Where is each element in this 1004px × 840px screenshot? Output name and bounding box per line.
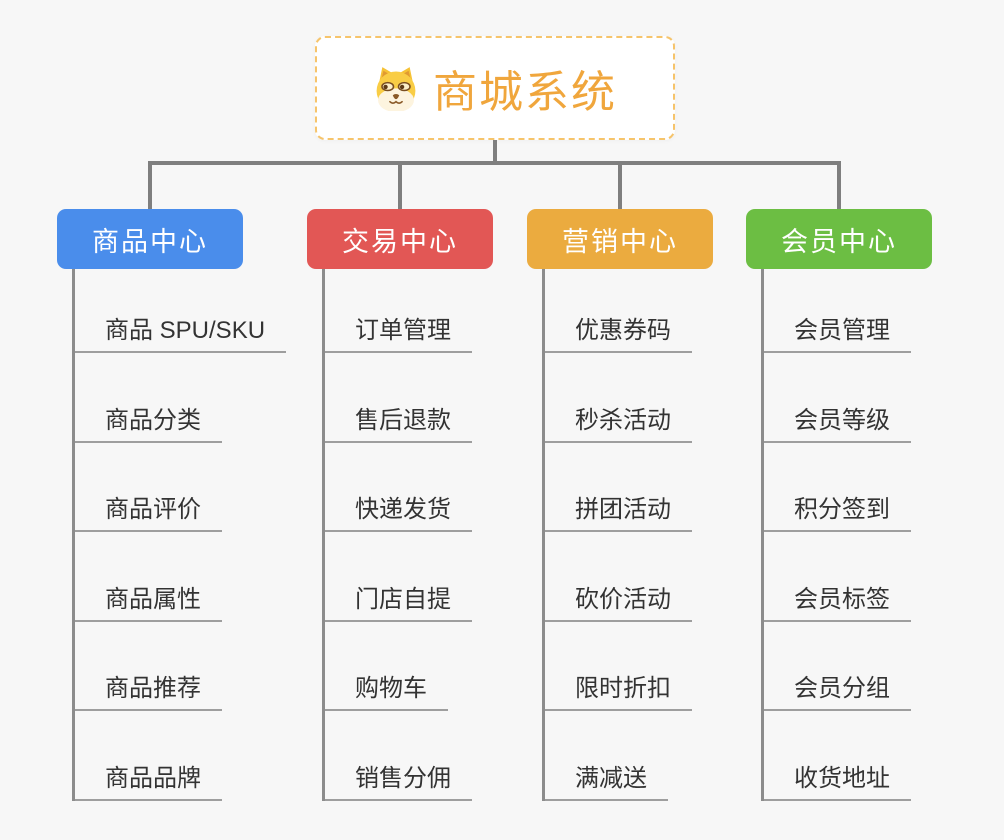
branch-box-trade-center[interactable]: 交易中心 — [307, 209, 493, 269]
branch-column-member: 会员管理 会员等级 积分签到 会员标签 会员分组 收货地址 — [761, 269, 911, 801]
node-shipping-address[interactable]: 收货地址 — [764, 758, 911, 801]
node-product-brand[interactable]: 商品品牌 — [75, 758, 222, 801]
connector-drop-marketing — [618, 161, 622, 209]
tree-item: 商品评价 — [75, 443, 286, 532]
connector-root-stub — [493, 140, 497, 165]
node-shopping-cart[interactable]: 购物车 — [325, 668, 448, 711]
tree-item: 会员等级 — [764, 353, 911, 443]
node-order-management[interactable]: 订单管理 — [325, 310, 472, 353]
connector-drop-member — [837, 161, 841, 209]
branch-box-member-center[interactable]: 会员中心 — [746, 209, 932, 269]
tree-item: 积分签到 — [764, 443, 911, 532]
branch-box-product-center[interactable]: 商品中心 — [57, 209, 243, 269]
node-express-delivery[interactable]: 快递发货 — [325, 489, 472, 532]
node-sales-commission[interactable]: 销售分佣 — [325, 758, 472, 801]
tree-item: 限时折扣 — [545, 622, 692, 711]
connector-bus — [148, 161, 841, 165]
tree-item: 满减送 — [545, 711, 692, 801]
tree-item: 会员分组 — [764, 622, 911, 711]
branch-marketing-center: 营销中心 优惠券码 秒杀活动 拼团活动 砍价活动 限时折扣 满减送 — [527, 209, 713, 801]
tree-item: 商品属性 — [75, 532, 286, 622]
tree-item: 会员管理 — [764, 269, 911, 353]
tree-item: 订单管理 — [325, 269, 472, 353]
root-title: 商城系统 — [433, 68, 617, 117]
node-points-checkin[interactable]: 积分签到 — [764, 489, 911, 532]
node-product-attribute[interactable]: 商品属性 — [75, 579, 222, 622]
node-product-category[interactable]: 商品分类 — [75, 400, 222, 443]
tree-item: 收货地址 — [764, 711, 911, 801]
node-bargain-activity[interactable]: 砍价活动 — [545, 579, 692, 622]
branch-box-marketing-center[interactable]: 营销中心 — [527, 209, 713, 269]
node-product-recommend[interactable]: 商品推荐 — [75, 668, 222, 711]
node-product-spu-sku[interactable]: 商品 SPU/SKU — [75, 310, 287, 353]
branch-column-product: 商品 SPU/SKU 商品分类 商品评价 商品属性 商品推荐 商品品牌 — [72, 269, 287, 801]
tree-item: 秒杀活动 — [545, 353, 692, 443]
branch-trade-center: 交易中心 订单管理 售后退款 快递发货 门店自提 购物车 销售分佣 — [307, 209, 493, 801]
node-limited-time-discount[interactable]: 限时折扣 — [545, 668, 692, 711]
tree-item: 购物车 — [325, 622, 472, 711]
tree-item: 商品分类 — [75, 353, 286, 443]
node-coupon-code[interactable]: 优惠券码 — [545, 310, 692, 353]
node-member-level[interactable]: 会员等级 — [764, 400, 911, 443]
tree-item: 商品 SPU/SKU — [75, 269, 287, 353]
branch-column-trade: 订单管理 售后退款 快递发货 门店自提 购物车 销售分佣 — [322, 269, 472, 801]
node-group-buy[interactable]: 拼团活动 — [545, 489, 692, 532]
connector-drop-trade — [398, 161, 402, 209]
tree-item: 砍价活动 — [545, 532, 692, 622]
dog-face-icon — [376, 67, 416, 111]
node-member-management[interactable]: 会员管理 — [764, 310, 911, 353]
branch-column-marketing: 优惠券码 秒杀活动 拼团活动 砍价活动 限时折扣 满减送 — [542, 269, 692, 801]
tree-item: 商品品牌 — [75, 711, 286, 801]
tree-item: 会员标签 — [764, 532, 911, 622]
tree-item: 门店自提 — [325, 532, 472, 622]
tree-item: 优惠券码 — [545, 269, 692, 353]
node-flash-sale[interactable]: 秒杀活动 — [545, 400, 692, 443]
tree-item: 销售分佣 — [325, 711, 472, 801]
node-member-group[interactable]: 会员分组 — [764, 668, 911, 711]
root-node[interactable]: 商城系统 — [315, 36, 675, 140]
node-full-reduction[interactable]: 满减送 — [545, 758, 668, 801]
tree-item: 售后退款 — [325, 353, 472, 443]
branch-member-center: 会员中心 会员管理 会员等级 积分签到 会员标签 会员分组 收货地址 — [746, 209, 932, 801]
node-member-tag[interactable]: 会员标签 — [764, 579, 911, 622]
node-after-sale-refund[interactable]: 售后退款 — [325, 400, 472, 443]
tree-item: 拼团活动 — [545, 443, 692, 532]
branch-product-center: 商品中心 商品 SPU/SKU 商品分类 商品评价 商品属性 商品推荐 商品品牌 — [57, 209, 287, 801]
tree-item: 快递发货 — [325, 443, 472, 532]
node-product-review[interactable]: 商品评价 — [75, 489, 222, 532]
node-store-pickup[interactable]: 门店自提 — [325, 579, 472, 622]
connector-drop-product — [148, 161, 152, 209]
tree-item: 商品推荐 — [75, 622, 286, 711]
